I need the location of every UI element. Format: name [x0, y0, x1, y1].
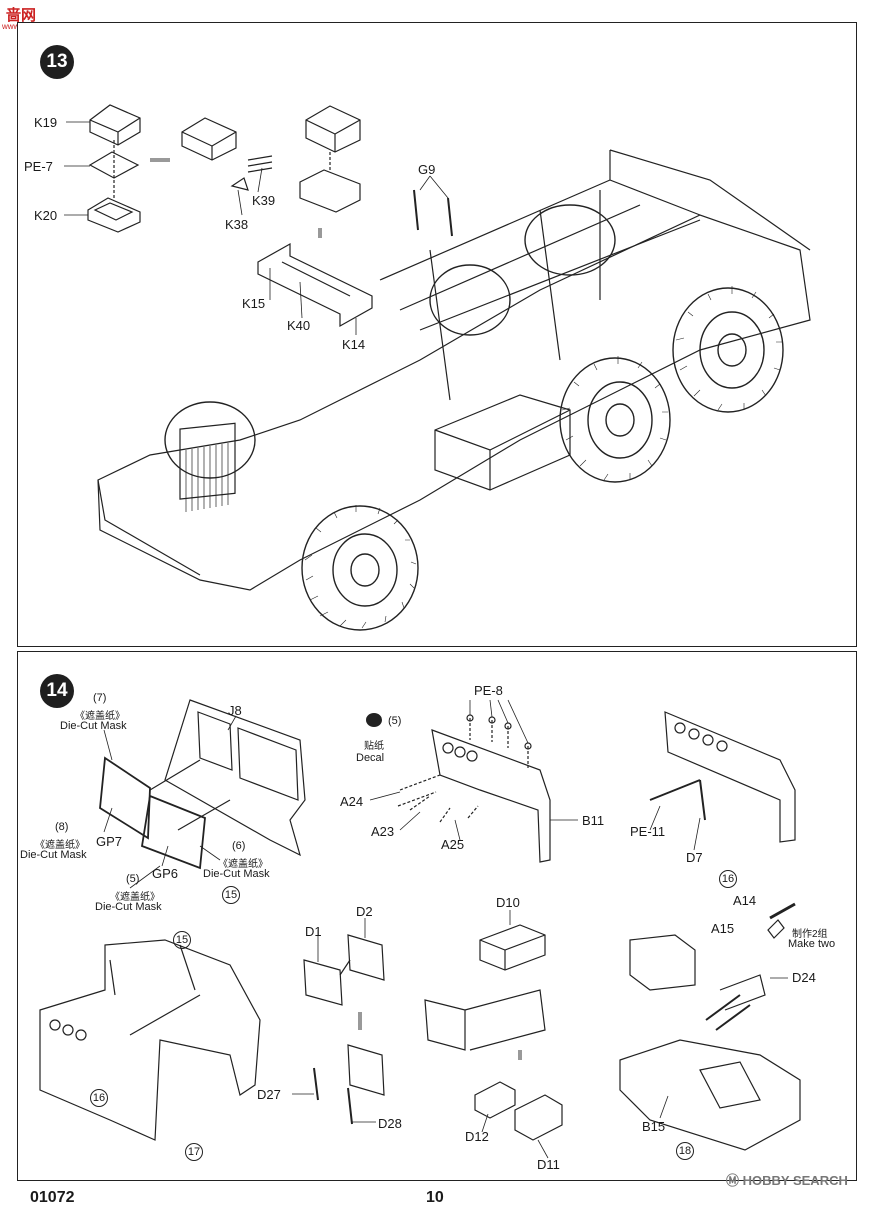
mask7-number: (7) — [93, 692, 107, 704]
page-number: 10 — [426, 1189, 444, 1206]
mask7-cn: 《遮盖纸》 — [75, 711, 125, 722]
sub-step-17-ref: 17 — [185, 1143, 203, 1161]
sub-step-18-ref: 18 — [676, 1142, 694, 1160]
site-logo: 啬网 — [6, 4, 36, 25]
part-label-b11: B11 — [582, 813, 605, 828]
part-label-b15: B15 — [642, 1119, 666, 1134]
part-label-a24: A24 — [340, 794, 364, 809]
hobby-search-watermark: Ⓜ HOBBY SEARCH — [726, 1170, 848, 1189]
part-label-d1: D1 — [305, 924, 322, 939]
part-label-k19: K19 — [34, 115, 58, 130]
mask8-cn: 《遮盖纸》 — [35, 840, 85, 851]
part-label-d24: D24 — [792, 970, 816, 985]
part-label-d27: D27 — [257, 1087, 281, 1102]
part-label-pe11: PE-11 — [630, 824, 666, 839]
part-label-d11: D11 — [537, 1157, 560, 1172]
decal-en: Decal — [356, 752, 385, 764]
part-label-g9: G9 — [418, 162, 436, 177]
part-label-pe8: PE-8 — [474, 683, 503, 698]
mask5-number: (5) — [126, 873, 140, 885]
part-label-pe7: PE-7 — [24, 159, 53, 174]
mask6-number: (6) — [232, 840, 246, 852]
step-13-panel: 13 — [17, 22, 857, 647]
mask8-en: Die-Cut Mask — [20, 849, 87, 861]
part-label-a14: A14 — [733, 893, 757, 908]
part-label-k39: K39 — [252, 193, 276, 208]
step-14-badge: 14 — [40, 674, 74, 708]
sub-step-15-ref: 15 — [222, 886, 240, 904]
step-13-badge: 13 — [40, 45, 74, 79]
part-label-d12: D12 — [465, 1129, 489, 1144]
decal-cn: 贴纸 — [364, 741, 384, 752]
part-label-d28: D28 — [378, 1116, 402, 1131]
part-label-k20: K20 — [34, 208, 58, 223]
part-label-gp6: GP6 — [152, 866, 179, 881]
part-label-a15: A15 — [711, 921, 735, 936]
part-label-k38: K38 — [225, 217, 249, 232]
part-label-k40: K40 — [287, 318, 311, 333]
mask6-cn: 《遮盖纸》 — [218, 859, 268, 870]
mask7-en: Die-Cut Mask — [60, 720, 127, 732]
mask5-en: Die-Cut Mask — [95, 901, 162, 913]
make-two-en: Make two — [788, 938, 836, 950]
decal-number: (5) — [388, 715, 402, 727]
site-logo-text: 啬网 — [6, 7, 37, 24]
part-label-d2: D2 — [356, 904, 373, 919]
part-label-gp7: GP7 — [96, 834, 123, 849]
product-code: 01072 — [30, 1189, 75, 1206]
mask8-number: (8) — [55, 821, 69, 833]
mask6-en: Die-Cut Mask — [203, 868, 270, 880]
part-label-k15: K15 — [242, 296, 266, 311]
watermark-brand: HOBBY SEARCH — [742, 1173, 848, 1188]
part-label-j8: J8 — [228, 703, 242, 718]
sub-step-16-ref-b: 16 — [90, 1089, 108, 1107]
part-label-k14: K14 — [342, 337, 366, 352]
part-label-a23: A23 — [371, 824, 395, 839]
sub-step-15-ref-b: 15 — [173, 931, 191, 949]
part-label-a25: A25 — [441, 837, 465, 852]
part-label-d7: D7 — [686, 850, 703, 865]
part-label-d10: D10 — [496, 895, 520, 910]
mask5-cn: 《遮盖纸》 — [110, 892, 160, 903]
sub-step-16-ref: 16 — [719, 870, 737, 888]
decal-icon — [366, 713, 382, 727]
watermark-mark: Ⓜ — [726, 1173, 740, 1188]
make-two-cn: 制作2组 — [792, 929, 828, 940]
